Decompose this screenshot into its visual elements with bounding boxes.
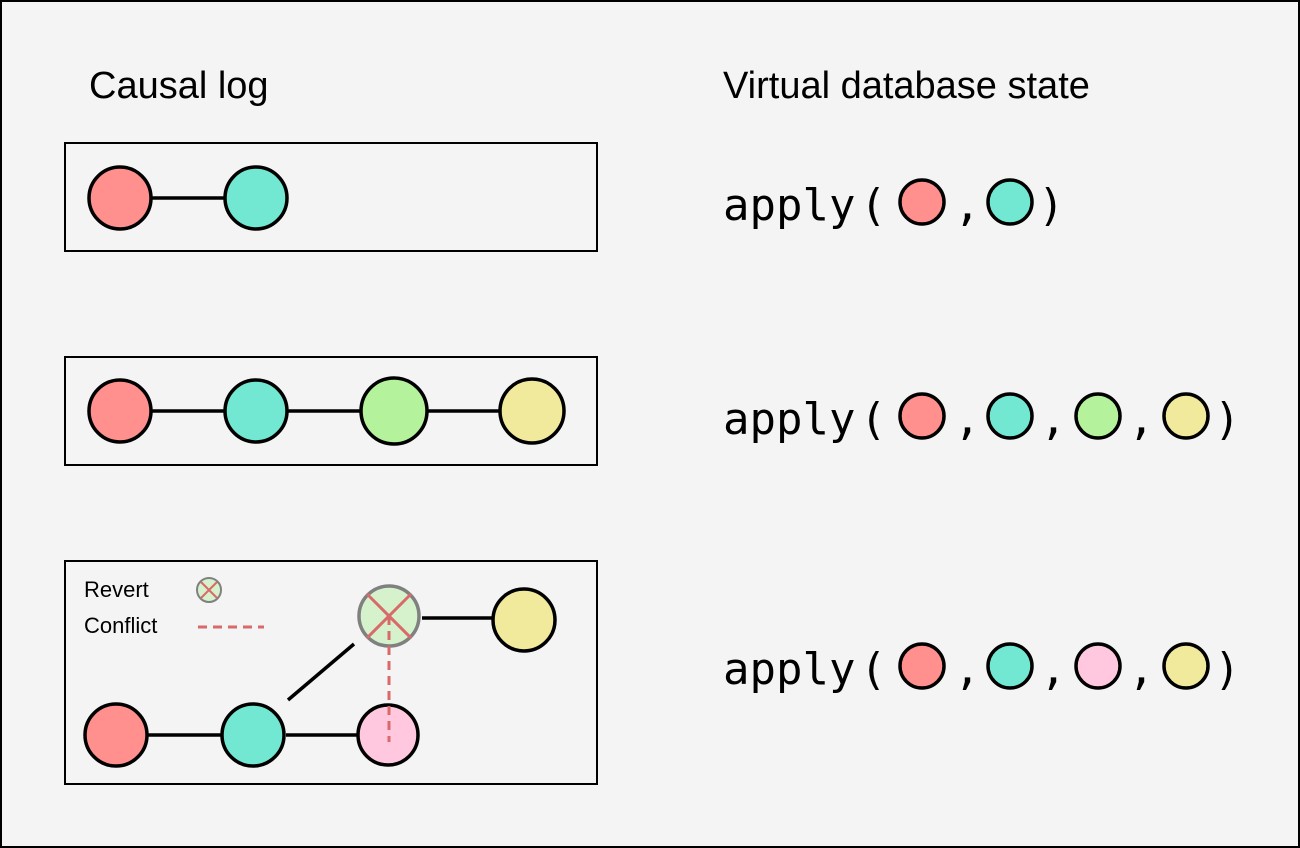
apply-row-2: apply ( , , , ) [723, 392, 1241, 445]
causal-log-row-3: Revert Conflict [64, 560, 598, 785]
causal-log-row-1 [64, 142, 598, 252]
legend-revert-label: Revert [84, 577, 149, 602]
op-node-teal [223, 165, 289, 231]
paren-open: ( [860, 394, 887, 445]
legend-conflict-label: Conflict [84, 613, 157, 638]
paren-open: ( [860, 180, 887, 231]
arg-separator: , [1128, 394, 1155, 445]
paren-close: ) [1038, 180, 1065, 231]
arg-separator: , [1128, 644, 1155, 695]
arg-separator: , [954, 394, 981, 445]
paren-close: ) [1214, 644, 1241, 695]
op-node-yellow [498, 377, 566, 445]
apply-fn: apply [723, 644, 855, 695]
arg-separator: , [954, 180, 981, 231]
op-node-pink [356, 703, 420, 767]
op-node-teal [223, 378, 289, 444]
log-box [64, 356, 598, 466]
log-box [64, 560, 598, 785]
op-node-red [87, 378, 153, 444]
apply-row-1: apply ( , ) [723, 178, 1065, 231]
causal-log-row-2 [64, 356, 598, 466]
op-node-yellow [491, 587, 557, 653]
log-edge [286, 642, 356, 702]
op-node-red [83, 702, 149, 768]
virtual-state-heading: Virtual database state [723, 65, 1090, 107]
revert-icon [196, 577, 222, 603]
apply-row-3: apply ( , , , ) [723, 642, 1241, 695]
arg-node-yellow [1162, 392, 1210, 440]
op-node-red [87, 165, 153, 231]
arg-node-yellow [1162, 642, 1210, 690]
paren-close: ) [1214, 394, 1241, 445]
arg-node-red [898, 178, 946, 226]
legend: Revert Conflict [84, 577, 264, 638]
arg-separator: , [1040, 394, 1067, 445]
arg-node-pink [1074, 642, 1122, 690]
apply-fn: apply [723, 394, 855, 445]
arg-node-red [898, 642, 946, 690]
log-box [64, 142, 598, 252]
arg-separator: , [954, 644, 981, 695]
arg-node-green [1074, 392, 1122, 440]
paren-open: ( [860, 644, 887, 695]
op-node-green [359, 376, 429, 446]
apply-fn: apply [723, 180, 855, 231]
arg-node-red [898, 392, 946, 440]
op-node-teal [220, 702, 286, 768]
arg-node-teal [986, 392, 1034, 440]
arg-node-teal [986, 642, 1034, 690]
arg-separator: , [1040, 644, 1067, 695]
arg-node-teal [986, 178, 1034, 226]
causal-log-heading: Causal log [89, 65, 269, 107]
